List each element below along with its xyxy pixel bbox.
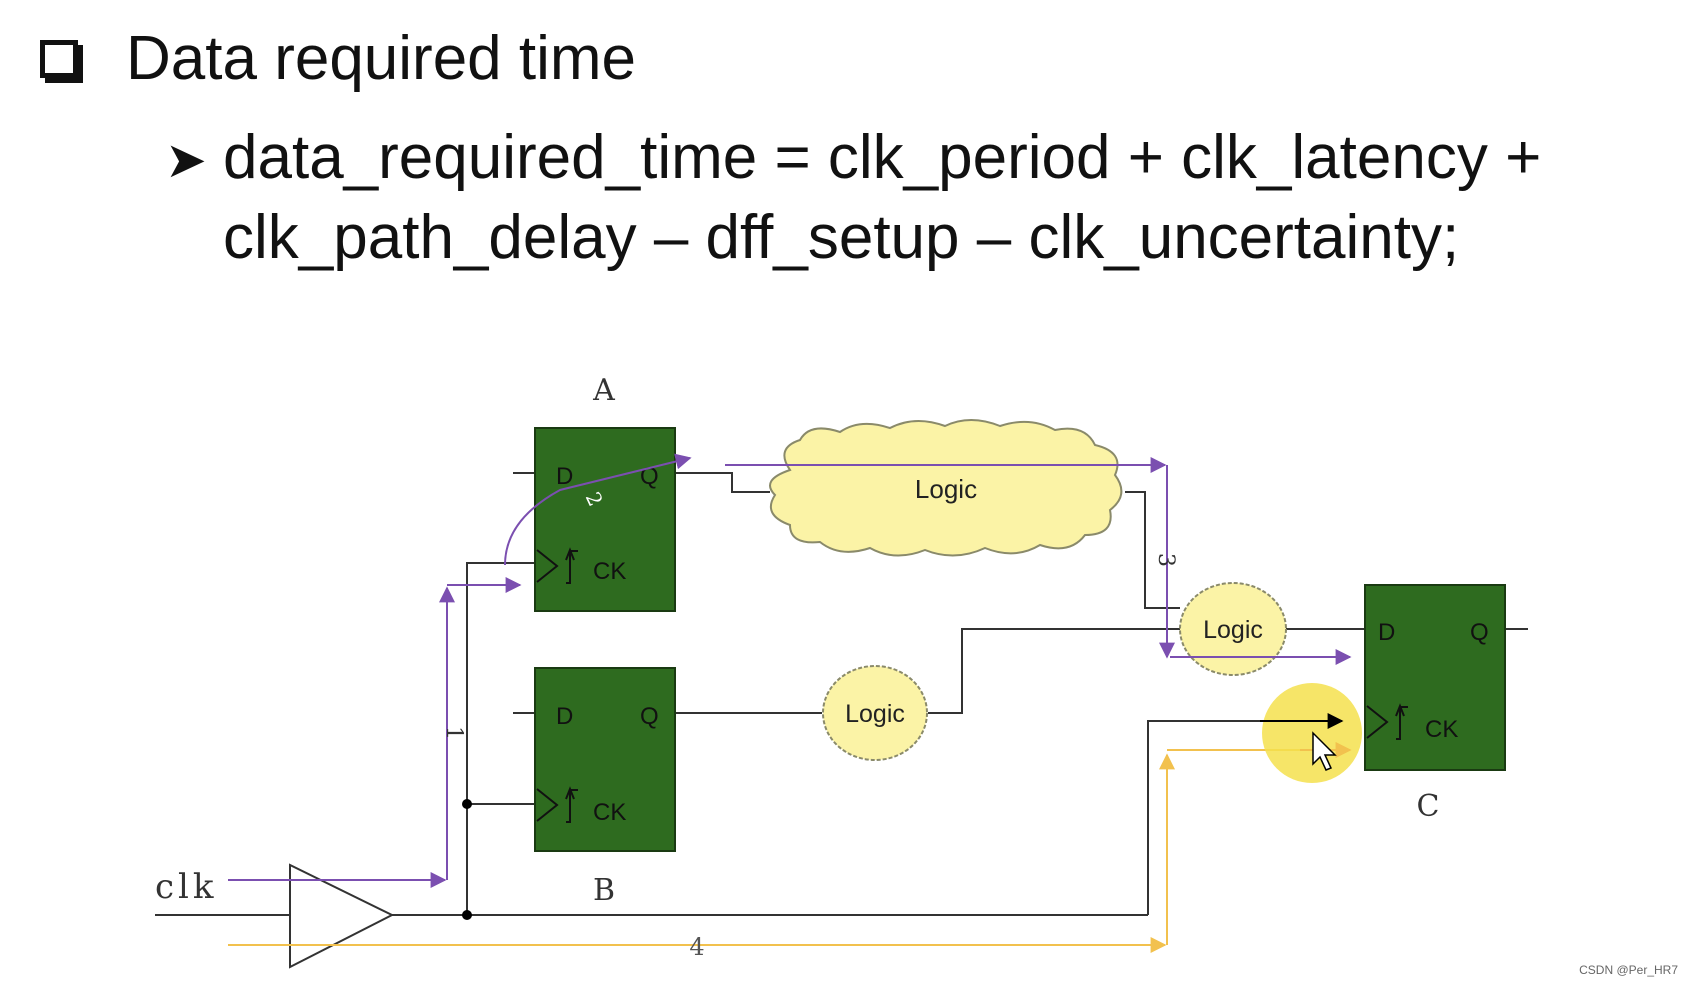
cursor-highlight [1262, 683, 1362, 783]
flipflop-a: D Q CK [534, 427, 676, 612]
path-label-4: 4 [689, 933, 704, 961]
ff-c-q-pin: Q [1470, 619, 1489, 646]
path-label-1: 1 [441, 726, 466, 740]
ff-b-q-pin: Q [640, 703, 659, 730]
logic-small-c-label: Logic [1203, 616, 1263, 644]
checkbox-bullet-icon [40, 40, 78, 78]
junction-dot [462, 910, 472, 920]
slide-title-row: Data required time [40, 24, 636, 94]
logic-large-label: Logic [915, 474, 977, 504]
flipflop-c: D Q CK [1364, 584, 1506, 771]
flipflop-b: D Q CK [534, 667, 676, 852]
ff-b-name: B [593, 873, 615, 908]
ff-b-ck-pin: CK [593, 799, 626, 826]
junction-dot [462, 799, 472, 809]
ff-a-ck-pin: CK [593, 558, 626, 585]
logic-cloud-large: Logic [769, 419, 1123, 557]
path-label-3: 3 [1153, 553, 1178, 567]
rising-edge-icon [565, 547, 578, 584]
ff-c-ck-pin: CK [1425, 716, 1458, 743]
mouse-cursor-icon [1312, 731, 1337, 771]
formula-text: data_required_time = clk_period + clk_la… [223, 118, 1541, 278]
clk-label: clk [155, 867, 218, 907]
logic-cloud-small-c: Logic [1179, 582, 1287, 676]
watermark: CSDN @Per_HR7 [1579, 963, 1678, 977]
rising-edge-icon [1395, 703, 1408, 740]
purple-path [228, 453, 1352, 888]
ff-b-d-pin: D [556, 703, 573, 730]
clock-buffer [289, 863, 395, 969]
logic-small-b-label: Logic [845, 700, 905, 728]
ff-a-d-pin: D [556, 463, 573, 490]
clock-edge-icon [536, 549, 559, 583]
ff-a-name: A [592, 373, 615, 408]
formula-line-1: data_required_time = clk_period + clk_la… [223, 123, 1542, 192]
clock-edge-icon [536, 788, 559, 822]
slide-title: Data required time [126, 24, 637, 93]
formula-line-2: clk_path_delay – dff_setup – clk_uncerta… [223, 203, 1460, 272]
logic-cloud-small-b: Logic [822, 665, 928, 761]
clock-edge-icon [1366, 705, 1389, 739]
arrow-bullet-icon: ➤ [165, 132, 207, 188]
ff-c-name: C [1417, 789, 1440, 824]
ff-c-d-pin: D [1378, 619, 1395, 646]
rising-edge-icon [565, 786, 578, 823]
